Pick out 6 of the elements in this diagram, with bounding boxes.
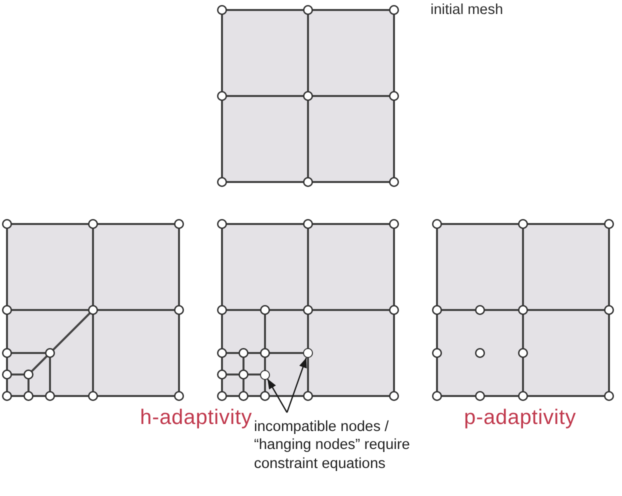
- mesh-caption: p-adaptivity: [464, 406, 576, 430]
- mesh-caption: h-adaptivity: [140, 406, 252, 430]
- mesh-caption: initial mesh: [430, 1, 504, 20]
- arrow: [286, 358, 307, 413]
- arrow: [266, 378, 288, 413]
- annotation-text: incompatible nodes / “hanging nodes” require constraint equations: [254, 412, 420, 474]
